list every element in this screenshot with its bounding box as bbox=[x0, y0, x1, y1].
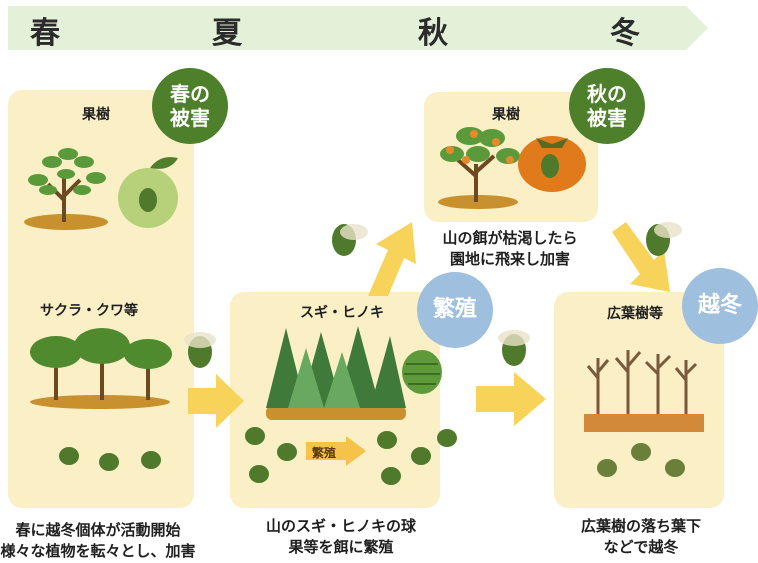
spring-to-summer-arrow bbox=[188, 374, 244, 428]
spring-caption-line1: 春に越冬個体が活動開始 bbox=[15, 521, 181, 539]
breeding-badge-label: 繁殖 bbox=[432, 297, 477, 322]
autumn-caption-line1: 山の餌が枯渇したら bbox=[442, 229, 578, 247]
summer-caption-line1: 山のスギ・ヒノキの球 bbox=[265, 517, 416, 535]
summer-to-winter-arrow bbox=[476, 372, 546, 426]
stink-bug-icon bbox=[631, 443, 651, 461]
flying-stink-bug-icon bbox=[646, 222, 682, 256]
stink-bug-icon bbox=[411, 447, 431, 465]
spring-damage-line1: 春の bbox=[170, 82, 210, 106]
stink-bug-icon bbox=[245, 427, 265, 445]
stink-bug-icon bbox=[249, 465, 269, 483]
autumn-damage-line1: 秋の bbox=[587, 82, 627, 106]
autumn-to-winter-arrow bbox=[612, 222, 670, 292]
summer-cedar-title: スギ・ヒノキ bbox=[300, 305, 384, 321]
spring-damage-badge: 春の被害 bbox=[152, 68, 228, 144]
bare-trees-illustration bbox=[584, 350, 704, 432]
autumn-damage-badge: 秋の被害 bbox=[569, 68, 645, 144]
season-band bbox=[8, 6, 708, 50]
breeding-badge: 繁殖 bbox=[417, 272, 493, 348]
stink-bug-icon bbox=[59, 447, 79, 465]
season-spring: 春 bbox=[30, 16, 60, 51]
autumn-caption: 山の餌が枯渇したら 園地に飛来し加害 bbox=[420, 228, 600, 270]
spring-sakura-title: サクラ・クワ等 bbox=[40, 303, 138, 319]
winter-caption: 広葉樹の落ち葉下 などで越冬 bbox=[556, 516, 726, 558]
season-autumn: 秋 bbox=[418, 16, 448, 51]
sakura-trees-illustration bbox=[30, 328, 172, 409]
autumn-damage-line2: 被害 bbox=[587, 106, 627, 130]
season-winter: 冬 bbox=[610, 16, 640, 51]
spring-fruit-tree-illustration bbox=[24, 148, 108, 230]
stink-bug-icon bbox=[665, 459, 685, 477]
autumn-fruit-title: 果樹 bbox=[492, 107, 520, 123]
spring-damage-line2: 被害 bbox=[170, 106, 210, 130]
cedar-cone-icon bbox=[402, 350, 442, 394]
spring-caption-line2: 様々な植物を転々とし、加害 bbox=[0, 542, 196, 560]
summer-to-autumn-arrow bbox=[368, 222, 416, 296]
stink-bug-icon bbox=[377, 431, 397, 449]
green-fruit-icon bbox=[118, 157, 178, 228]
spring-fruit-title: 果樹 bbox=[82, 107, 110, 123]
flying-stink-bug-icon bbox=[332, 224, 368, 256]
spring-caption: 春に越冬個体が活動開始 様々な植物を転々とし、加害 bbox=[0, 520, 208, 562]
flying-stink-bug-icon bbox=[184, 332, 216, 368]
winter-caption-line1: 広葉樹の落ち葉下 bbox=[580, 517, 701, 535]
summer-caption-line2: 果等を餌に繁殖 bbox=[288, 538, 394, 556]
stink-bug-icon bbox=[381, 467, 401, 485]
autumn-caption-line2: 園地に飛来し加害 bbox=[449, 250, 570, 268]
breeding-arrow-label: 繁殖 bbox=[312, 446, 337, 460]
breeding-inner-arrow bbox=[306, 436, 366, 466]
stink-bug-icon bbox=[277, 443, 297, 461]
stink-bug-icon bbox=[597, 459, 617, 477]
stink-bug-icon bbox=[141, 451, 161, 469]
persimmon-tree-illustration bbox=[438, 127, 520, 209]
flying-stink-bug-icon bbox=[498, 330, 530, 366]
overwinter-badge: 越冬 bbox=[682, 268, 758, 344]
summer-caption: 山のスギ・ヒノキの球 果等を餌に繁殖 bbox=[246, 516, 436, 558]
persimmon-fruit-icon bbox=[518, 136, 586, 192]
winter-caption-line2: などで越冬 bbox=[603, 538, 679, 556]
stink-bug-icon bbox=[99, 453, 119, 471]
winter-broadleaf-title: 広葉樹等 bbox=[607, 306, 663, 322]
season-summer: 夏 bbox=[212, 16, 242, 51]
stink-bug-icon bbox=[437, 429, 457, 447]
overwinter-badge-label: 越冬 bbox=[697, 293, 742, 318]
cedar-forest-illustration bbox=[266, 326, 406, 420]
